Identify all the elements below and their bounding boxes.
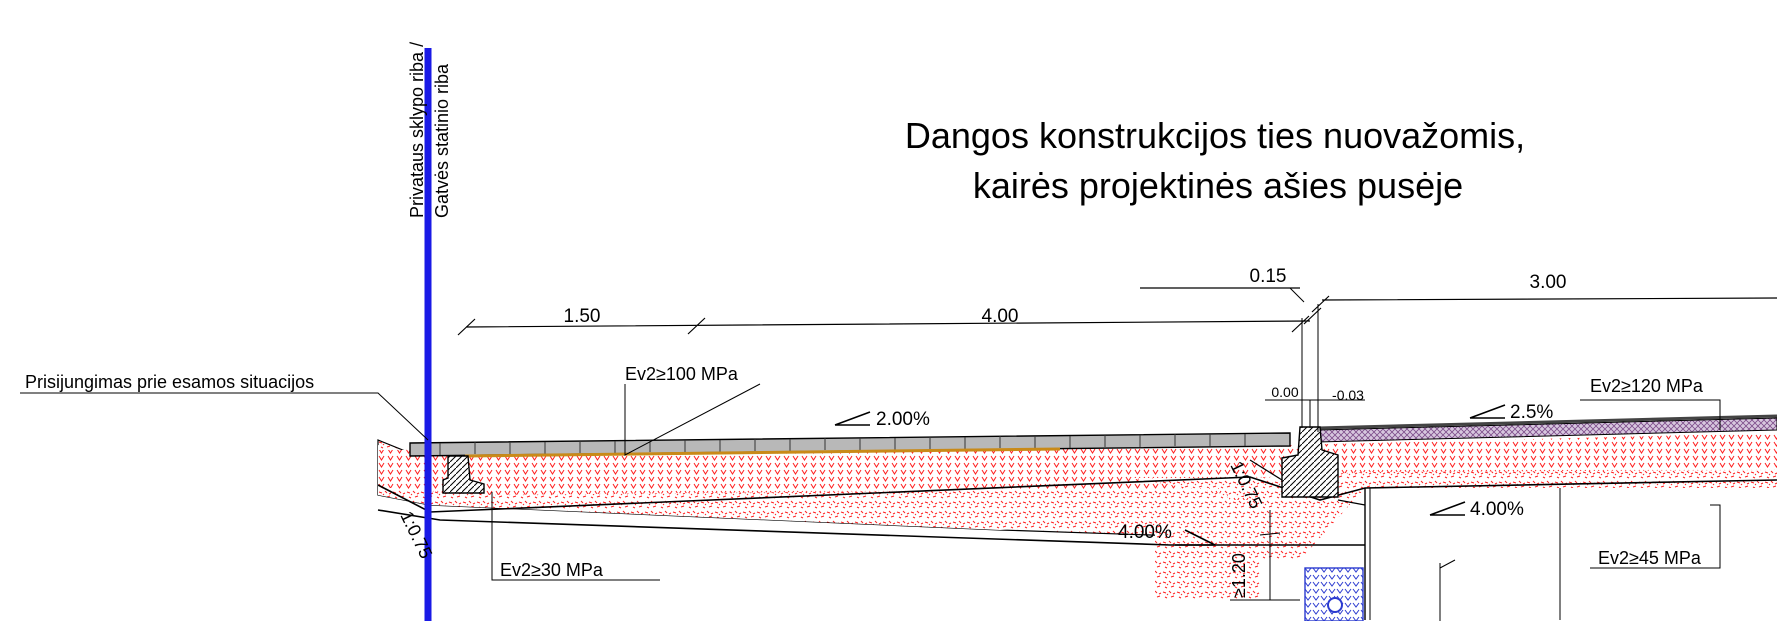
drain-trench [1304,567,1364,621]
title-line-1: Dangos konstrukcijos ties nuovažomis, [905,115,1525,156]
boundary-label-line-2: Gatvės statinio riba [432,63,452,218]
dim-4-00: 4.00 [982,306,1019,327]
right-curb [1281,426,1339,498]
drain-pipe [1327,597,1343,613]
connection-note: Prisijungimas prie esamos situacijos [25,372,314,392]
leader-lines [20,383,1721,621]
modulus-45: Ev2≥45 MPa [1598,548,1702,568]
curb-foundation-lines [1249,459,1366,506]
slope-2-00: 2.00% [876,409,930,430]
asphalt-wearing-course [1317,414,1777,430]
boundary-label-line-1: Privataus sklypo riba / [407,42,427,218]
subgrade-line-lower [377,509,1365,546]
slope-arrow-1 [834,411,871,426]
modulus-100: Ev2≥100 MPa [625,364,739,384]
level-0-00: 0.00 [1271,384,1298,400]
slope-arrow-3 [1429,501,1466,516]
slope-2-5: 2.5% [1510,402,1553,423]
bedding-layer [464,447,1061,458]
depth-label: ≥1.20 [1229,553,1249,598]
modulus-30: Ev2≥30 MPa [500,560,604,580]
paving-joints [439,434,1246,455]
dim-3-00: 3.00 [1530,272,1567,293]
level-minus-0-03: -0.03 [1332,387,1364,403]
left-curb [442,455,485,494]
dim-0-15: 0.15 [1250,266,1287,287]
ditch-wall-right [1369,488,1561,620]
slope-4-00-right: 4.00% [1470,499,1524,520]
dimension-extension-lines [1289,287,1319,432]
slope-arrow-2 [1469,404,1506,419]
dimension-lines [457,287,1777,336]
slope-arrow-4 [1175,529,1216,546]
title-line-2: kairės projektinės ašies pusėje [973,165,1463,206]
modulus-120: Ev2≥120 MPa [1590,376,1704,396]
slope-4-00-left: 4.00% [1118,522,1172,543]
dim-1-50: 1.50 [564,306,601,327]
